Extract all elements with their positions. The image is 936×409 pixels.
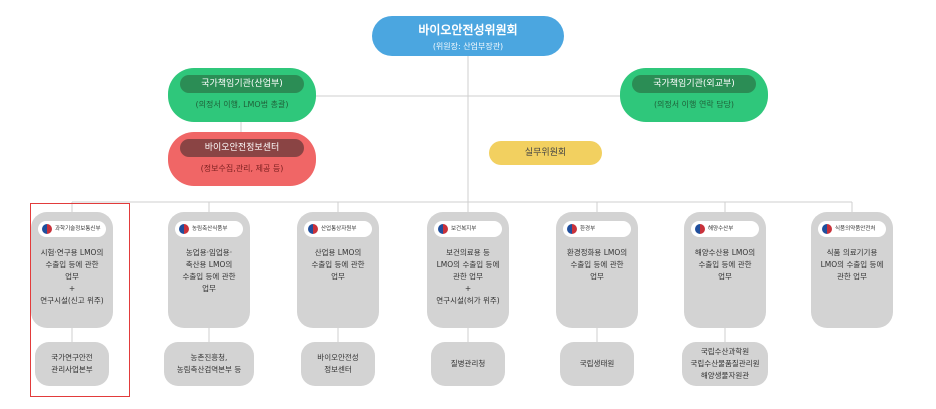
national-agency-foreign-node: 국가책임기관(외교부) (의정서 이행 연락 담당) (620, 68, 768, 122)
ministry-logo: 농림축산식품부 (175, 221, 243, 237)
agency-foreign-title: 국가책임기관(외교부) (632, 75, 756, 93)
emblem-icon (438, 223, 448, 234)
emblem-icon (179, 223, 189, 234)
ministry-logo: 식품의약품안전처 (818, 221, 886, 237)
highlight-box (30, 203, 130, 397)
info-center-title: 바이오안전정보센터 (180, 139, 304, 157)
committee-subtitle: (위원장: 산업부장관) (432, 42, 504, 51)
agency-industry-title: 국가책임기관(산업부) (180, 75, 304, 93)
agency-foreign-subtitle: (의정서 이행 연락 담당) (653, 100, 735, 109)
committee-title: 바이오안전성위원회 (418, 23, 518, 37)
emblem-icon (567, 223, 577, 234)
ministry-logo: 보건복지부 (434, 221, 502, 237)
emblem-icon (695, 223, 705, 234)
agency-industry-subtitle: (의정서 이행, LMO법 총괄) (195, 100, 289, 109)
national-agency-industry-node: 국가책임기관(산업부) (의정서 이행, LMO법 총괄) (168, 68, 316, 122)
emblem-icon (822, 223, 832, 234)
biosafety-committee-node: 바이오안전성위원회 (위원장: 산업부장관) (372, 16, 564, 56)
working-committee-node: 실무위원회 (489, 141, 602, 165)
ministry-logo: 과학기술정보통신부 (38, 221, 106, 237)
emblem-icon (308, 223, 318, 234)
sub-agency-me: 국립생태원 (560, 342, 634, 386)
sub-agency-mafra: 농촌진흥청,농림축산검역본부 등 (164, 342, 254, 386)
ministry-logo: 산업통상자원부 (304, 221, 372, 237)
biosafety-info-center-node: 바이오안전정보센터 (정보수집,관리, 제공 등) (168, 132, 316, 186)
emblem-icon (42, 223, 52, 234)
ministry-logo: 해양수산부 (691, 221, 759, 237)
sub-agency-mohw: 질병관리청 (431, 342, 505, 386)
ministry-logo: 환경부 (563, 221, 631, 237)
info-center-subtitle: (정보수집,관리, 제공 등) (200, 164, 284, 173)
